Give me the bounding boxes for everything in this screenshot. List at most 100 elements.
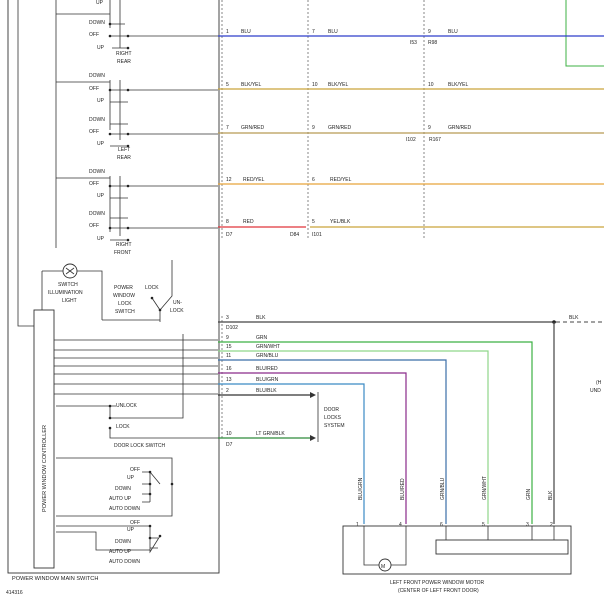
- svg-text:OFF: OFF: [130, 467, 140, 473]
- svg-text:UP: UP: [97, 193, 105, 199]
- door-lock-switch: UNLOCK LOCK DOOR LOCK SWITCH: [56, 334, 218, 449]
- svg-text:13: 13: [226, 377, 232, 383]
- svg-text:AUTO UP: AUTO UP: [109, 549, 132, 555]
- switch-panel-box: [7, 0, 220, 574]
- svg-text:BLU/BLK: BLU/BLK: [256, 388, 277, 394]
- svg-text:SWITCH: SWITCH: [58, 282, 78, 288]
- left-rear-switch: DOWN OFF UP DOWN OFF UP LEFT REAR: [56, 73, 218, 161]
- svg-text:RIGHT: RIGHT: [116, 51, 132, 57]
- svg-text:9: 9: [226, 335, 229, 341]
- svg-text:OFF: OFF: [89, 181, 99, 187]
- svg-text:BLU: BLU: [328, 29, 338, 35]
- svg-text:RED: RED: [243, 219, 254, 225]
- svg-text:10: 10: [428, 82, 434, 88]
- svg-text:R98: R98: [428, 40, 437, 46]
- motor-wire-blu-grn: 13 BLU/GRN BLU/GRN 1: [218, 377, 365, 528]
- svg-text:LT GRN/BLK: LT GRN/BLK: [256, 431, 285, 437]
- svg-text:D7: D7: [226, 442, 233, 448]
- svg-text:REAR: REAR: [117, 59, 131, 65]
- svg-text:FRONT: FRONT: [114, 250, 131, 256]
- svg-text:WINDOW: WINDOW: [113, 293, 135, 299]
- svg-text:OFF: OFF: [89, 223, 99, 229]
- svg-text:BLU/GRN: BLU/GRN: [256, 377, 279, 383]
- svg-text:R167: R167: [429, 137, 441, 143]
- power-window-lock-switch: POWER WINDOW LOCK SWITCH LOCK UN- LOCK: [102, 260, 184, 322]
- svg-text:AUTO DOWN: AUTO DOWN: [109, 559, 140, 565]
- svg-text:LOCK: LOCK: [116, 424, 130, 430]
- svg-text:GRN/RED: GRN/RED: [328, 125, 351, 131]
- svg-text:DOWN: DOWN: [89, 169, 105, 175]
- svg-text:OFF: OFF: [89, 32, 99, 38]
- svg-text:LOCKS: LOCKS: [324, 415, 342, 421]
- svg-text:UNLOCK: UNLOCK: [116, 403, 138, 409]
- figure-id: 414316: [6, 590, 23, 596]
- svg-text:GRN: GRN: [526, 489, 532, 501]
- svg-text:BLU/RED: BLU/RED: [256, 366, 278, 372]
- svg-text:9: 9: [312, 125, 315, 131]
- svg-text:5: 5: [226, 82, 229, 88]
- svg-text:GRN/BLU: GRN/BLU: [256, 353, 279, 359]
- edge-label-b: UND: [590, 388, 601, 394]
- switch-panel-title: POWER WINDOW MAIN SWITCH: [12, 576, 98, 582]
- svg-text:M: M: [381, 564, 385, 570]
- svg-text:3: 3: [226, 315, 229, 321]
- driver-auto-switch-1: OFF UP DOWN AUTO UP AUTO DOWN: [56, 457, 174, 517]
- svg-text:9: 9: [428, 125, 431, 131]
- svg-text:ILLUMINATION: ILLUMINATION: [48, 290, 83, 296]
- wire-row-3: 7 GRN/RED 9 GRN/RED 9 GRN/RED I102 R167: [218, 125, 604, 143]
- svg-text:2: 2: [226, 388, 229, 394]
- illumination-light: SWITCH ILLUMINATION LIGHT: [41, 263, 103, 320]
- svg-text:YEL/BLK: YEL/BLK: [330, 219, 351, 225]
- door-locks-system: DOOR LOCKS SYSTEM: [317, 392, 345, 442]
- svg-text:UN-: UN-: [173, 300, 182, 306]
- svg-text:11: 11: [226, 353, 231, 359]
- svg-text:10: 10: [312, 82, 318, 88]
- svg-text:12: 12: [226, 177, 232, 183]
- svg-text:7: 7: [226, 125, 229, 131]
- motor-wire-blk: 3 BLK D102 BLK BLK: [218, 315, 604, 524]
- svg-text:REAR: REAR: [117, 155, 131, 161]
- motor-wire-grn-wht: 15 GRN/WHT GRN/WHT 5: [218, 344, 489, 528]
- svg-text:UP: UP: [127, 527, 135, 533]
- svg-text:DOWN: DOWN: [89, 211, 105, 217]
- controller-box: [33, 309, 55, 569]
- svg-text:SWITCH: SWITCH: [115, 309, 135, 315]
- svg-text:UP: UP: [96, 0, 104, 6]
- svg-text:DOWN: DOWN: [89, 20, 105, 26]
- svg-text:5: 5: [312, 219, 315, 225]
- svg-text:BLU: BLU: [448, 29, 458, 35]
- svg-text:I102: I102: [406, 137, 416, 143]
- svg-text:GRN/BLU: GRN/BLU: [440, 477, 446, 500]
- svg-text:OFF: OFF: [89, 86, 99, 92]
- svg-text:OFF: OFF: [89, 129, 99, 135]
- svg-text:LEFT FRONT POWER WINDOW MOTOR: LEFT FRONT POWER WINDOW MOTOR: [390, 580, 485, 586]
- svg-text:POWER: POWER: [114, 285, 133, 291]
- svg-text:BLK: BLK: [548, 490, 554, 500]
- svg-text:6: 6: [440, 522, 443, 528]
- svg-text:I53: I53: [410, 40, 417, 46]
- svg-text:BLU/RED: BLU/RED: [400, 478, 406, 500]
- wire-row-1: 1 BLU 7 BLU 9 BLU I53 R98: [218, 29, 604, 46]
- svg-text:DOWN: DOWN: [89, 73, 105, 79]
- svg-text:9: 9: [428, 29, 431, 35]
- svg-text:(CENTER OF LEFT FRONT DOOR): (CENTER OF LEFT FRONT DOOR): [398, 588, 479, 594]
- svg-text:GRN/RED: GRN/RED: [448, 125, 471, 131]
- svg-text:10: 10: [226, 431, 232, 437]
- svg-text:6: 6: [312, 177, 315, 183]
- svg-text:D7: D7: [226, 232, 233, 238]
- svg-text:LOCK: LOCK: [170, 308, 184, 314]
- svg-text:BLK/YEL: BLK/YEL: [241, 82, 262, 88]
- svg-text:BLK/YEL: BLK/YEL: [328, 82, 349, 88]
- svg-text:1: 1: [226, 29, 229, 35]
- svg-text:GRN/WHT: GRN/WHT: [482, 476, 488, 500]
- edge-label-a: (H: [596, 380, 602, 386]
- svg-text:GRN/RED: GRN/RED: [241, 125, 264, 131]
- svg-text:RIGHT: RIGHT: [116, 242, 132, 248]
- svg-text:DOWN: DOWN: [115, 486, 131, 492]
- wire-lt-grn-blk-door-lock: 10 LT GRN/BLK D7: [218, 431, 316, 448]
- controller-label: POWER WINDOW CONTROLLER: [42, 425, 48, 512]
- svg-text:BLU/GRN: BLU/GRN: [358, 477, 364, 500]
- green-box-outline: [565, 0, 604, 67]
- svg-text:RED/YEL: RED/YEL: [243, 177, 265, 183]
- svg-text:1: 1: [356, 522, 359, 528]
